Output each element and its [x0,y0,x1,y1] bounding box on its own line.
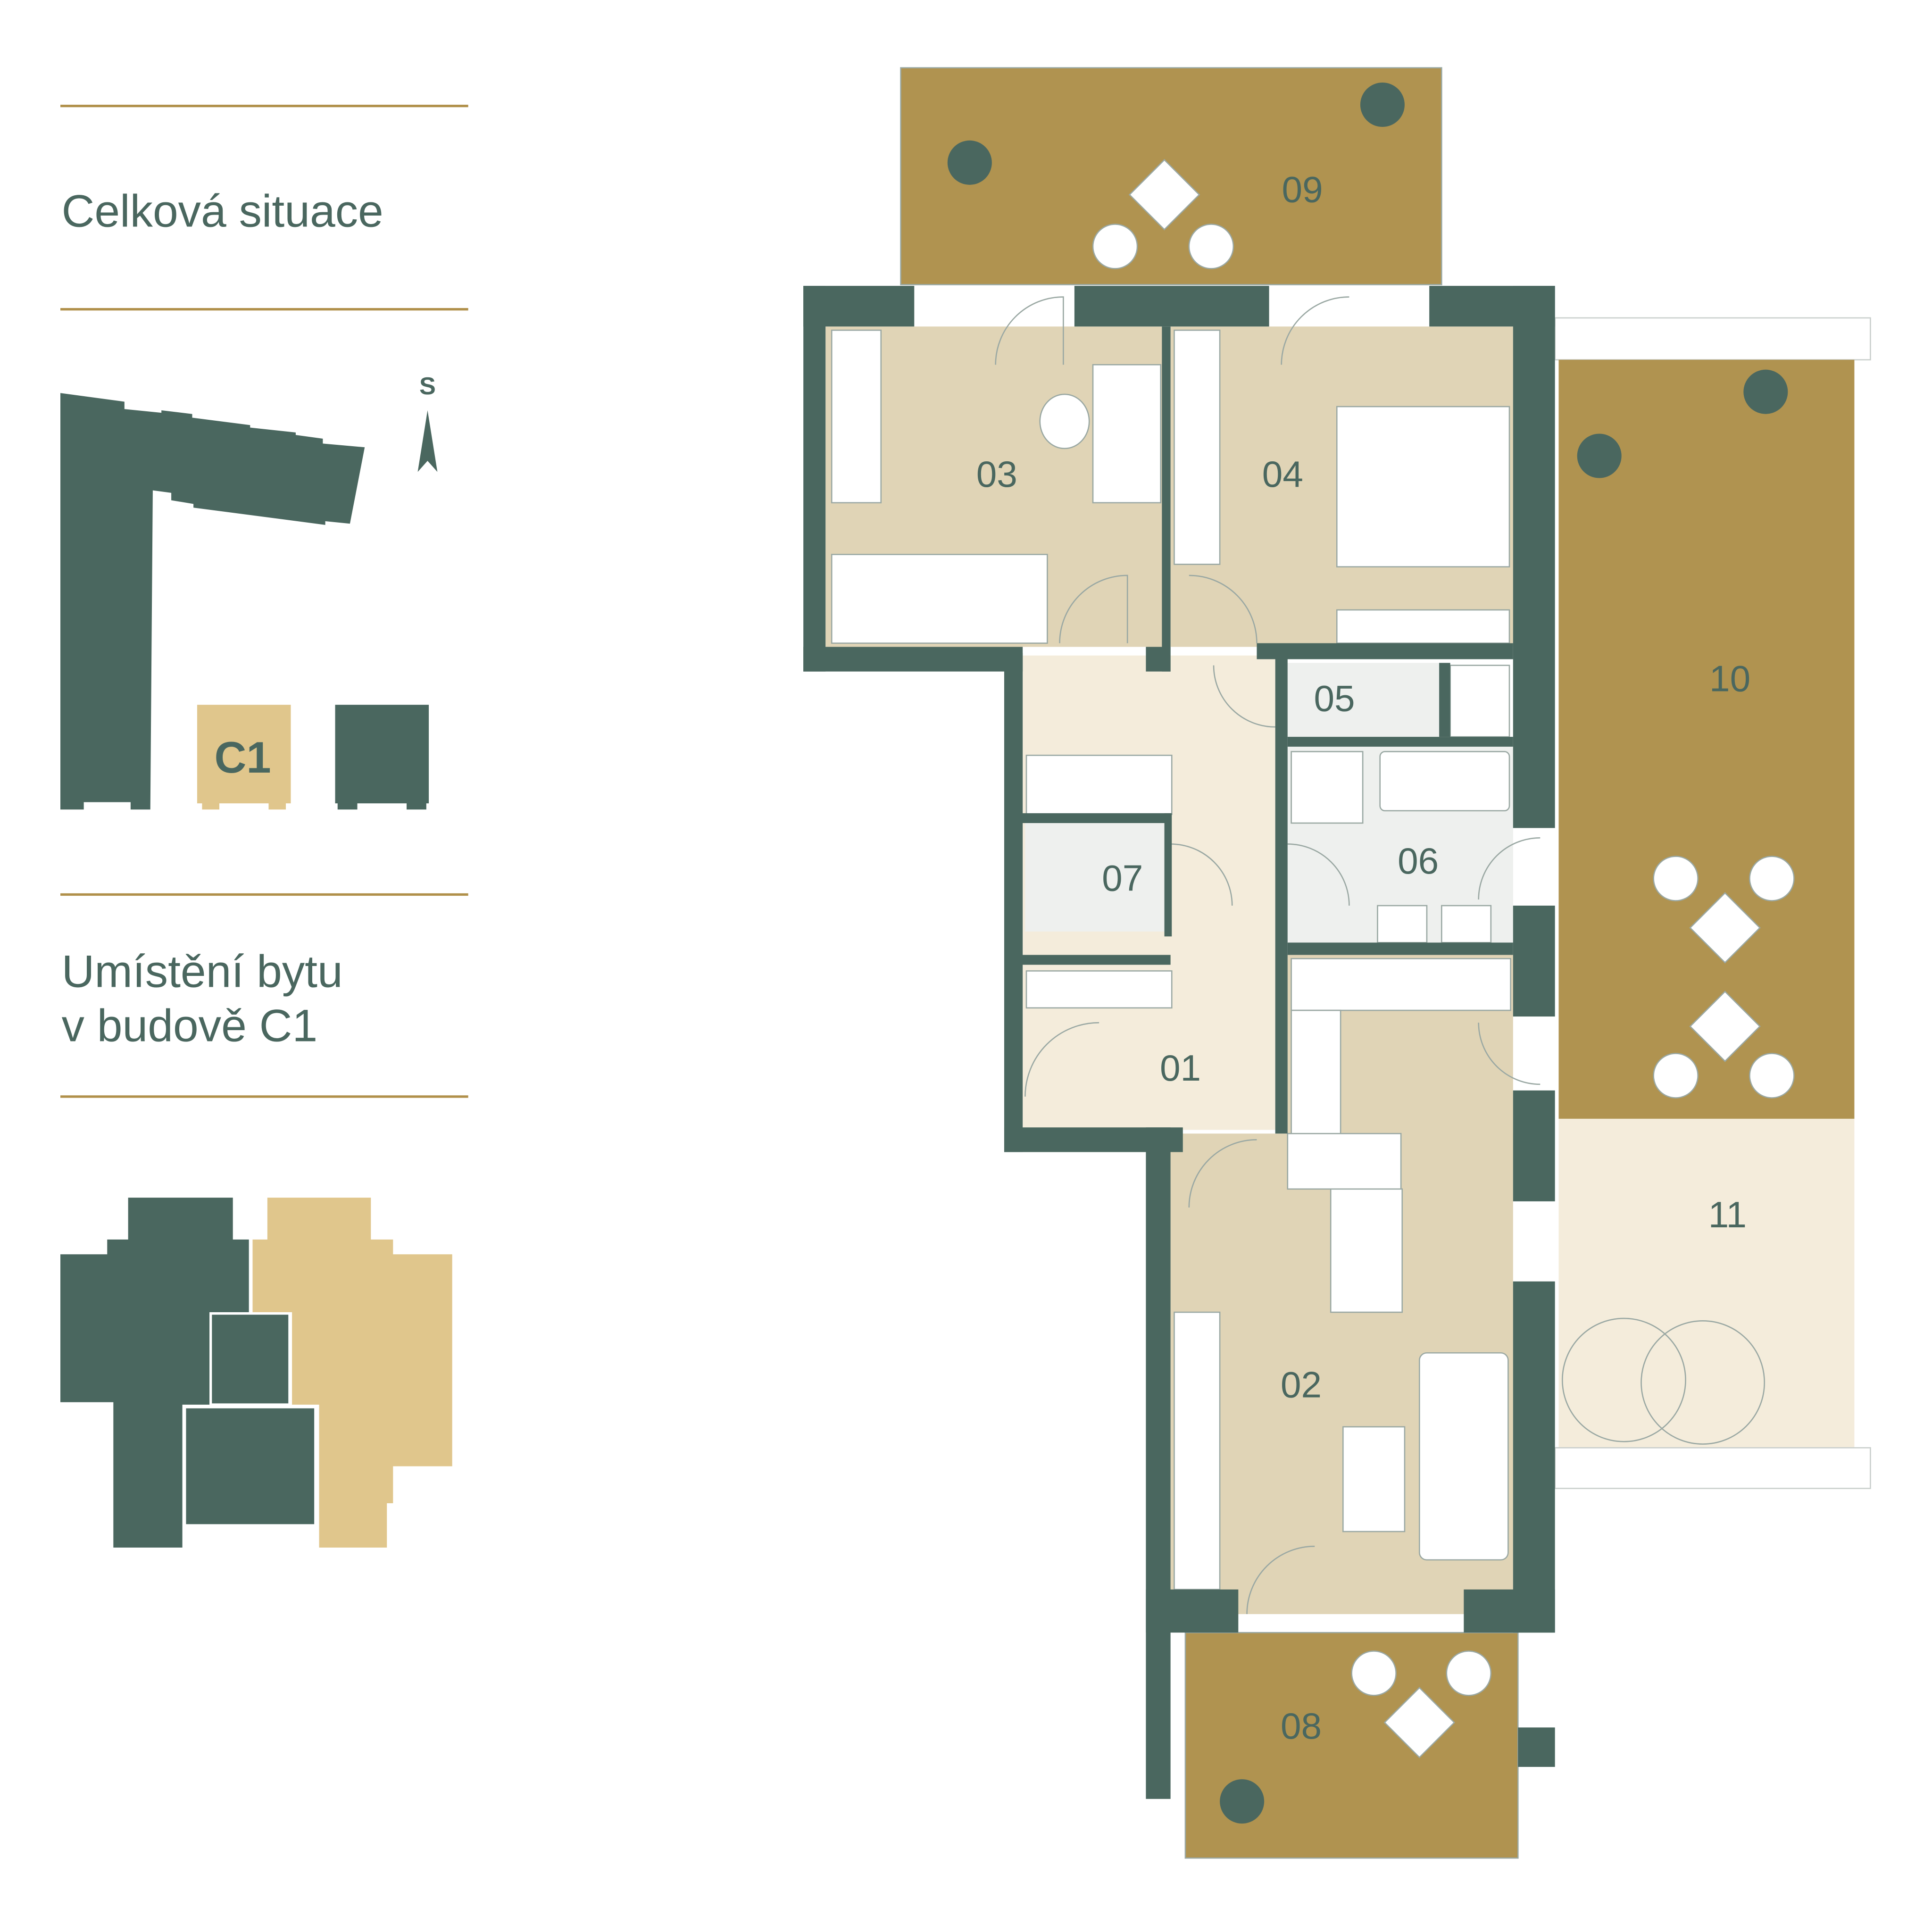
room-label-07: 07 [1102,858,1143,899]
room-label-04: 04 [1262,453,1303,495]
building-block [60,393,365,810]
room-label-05: 05 [1314,677,1355,719]
location-title-line1: Umístění bytu [62,946,343,997]
plant-icon [1360,83,1405,127]
room-label-09: 09 [1282,168,1323,210]
building-wing [60,1198,249,1548]
tree-symbols [1562,1317,1765,1445]
terrace-10 [1558,359,1855,1119]
core-block [212,1315,289,1404]
divider [60,1095,468,1098]
door-swings [995,296,1541,1615]
plant-icon [1220,1779,1265,1824]
north-arrow-icon [417,410,438,472]
apartment-highlight [252,1198,452,1548]
plant-icon [1743,369,1788,414]
terrace-11 [1558,1118,1855,1448]
plant-icon [947,140,992,185]
furniture [831,159,1795,1758]
room-label-03: 03 [976,453,1017,495]
divider [60,105,468,108]
plant-icon [1577,433,1622,478]
walls [803,286,1555,1799]
building-c1-label: C1 [215,733,271,782]
divider [60,893,468,896]
north-label: S [419,373,436,400]
room-label-08: 08 [1281,1705,1322,1747]
room-05-wc [1287,663,1440,737]
room-label-11: 11 [1708,1194,1747,1235]
room-07-storage [1025,823,1165,932]
room-label-01: 01 [1160,1047,1201,1089]
building-block [335,705,429,804]
situation-title: Celková situace [62,186,383,237]
floor-plan: 01 02 03 04 05 06 07 08 09 10 11 [803,67,1871,1859]
core-block [186,1408,315,1524]
room-label-02: 02 [1281,1364,1322,1405]
plant-icons [947,83,1788,1824]
building-c1 [197,705,291,804]
room-label-06: 06 [1398,840,1439,882]
site-plan: C1 S [60,373,438,810]
location-title-line2: v budově C1 [62,1000,318,1051]
room-label-10: 10 [1709,658,1750,699]
terrace-edge [1554,317,1871,361]
divider [60,308,468,311]
left-panel: Celková situace C1 S Umístění bytu v bud… [60,105,468,1548]
building-key-plan [60,1198,452,1548]
